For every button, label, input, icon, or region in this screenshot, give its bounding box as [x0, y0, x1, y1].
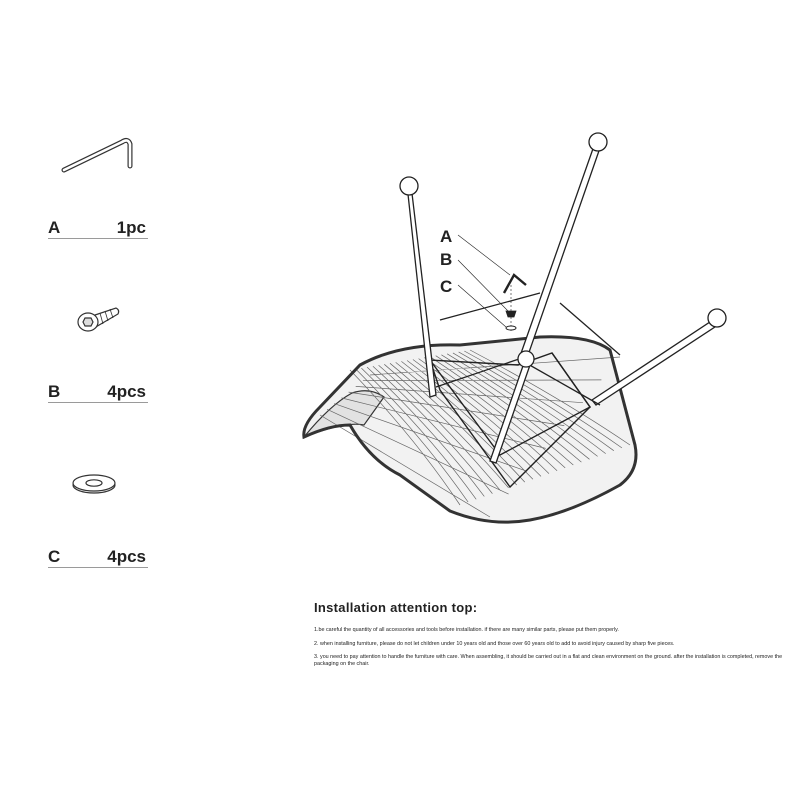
note-item: 1.be careful the quantity of all accesso… [314, 627, 619, 633]
notes-title: Installation attention top: [314, 600, 478, 615]
part-row-b: B 4pcs [48, 382, 148, 403]
chair-legs [399, 132, 727, 464]
bolt-icon [77, 307, 120, 332]
hardware-exploded [457, 234, 527, 333]
callout-a: A [440, 227, 453, 246]
woven-seat [302, 335, 638, 524]
part-quantity: 4pcs [107, 547, 146, 566]
part-letter: C [48, 547, 61, 566]
part-quantity: 1pc [116, 218, 146, 237]
washer-icon [72, 474, 116, 494]
chair-assembly-diagram [302, 132, 727, 524]
part-quantity: 4pcs [107, 382, 146, 401]
part-letter: A [48, 218, 61, 237]
callout-b: B [440, 250, 453, 269]
installation-notes: Installation attention top: 1.be careful… [314, 600, 784, 674]
seat-weave-pattern [319, 349, 631, 518]
note-item: 3. you need to pay attention to handle t… [314, 654, 783, 667]
callout-c: C [440, 277, 453, 296]
hex-key-icon [61, 137, 133, 173]
part-row-a: A 1pc [48, 218, 148, 239]
part-letter: B [48, 382, 61, 401]
note-item: 2. when installing furniture, please do … [314, 640, 675, 647]
part-row-c: C 4pcs [48, 547, 148, 568]
